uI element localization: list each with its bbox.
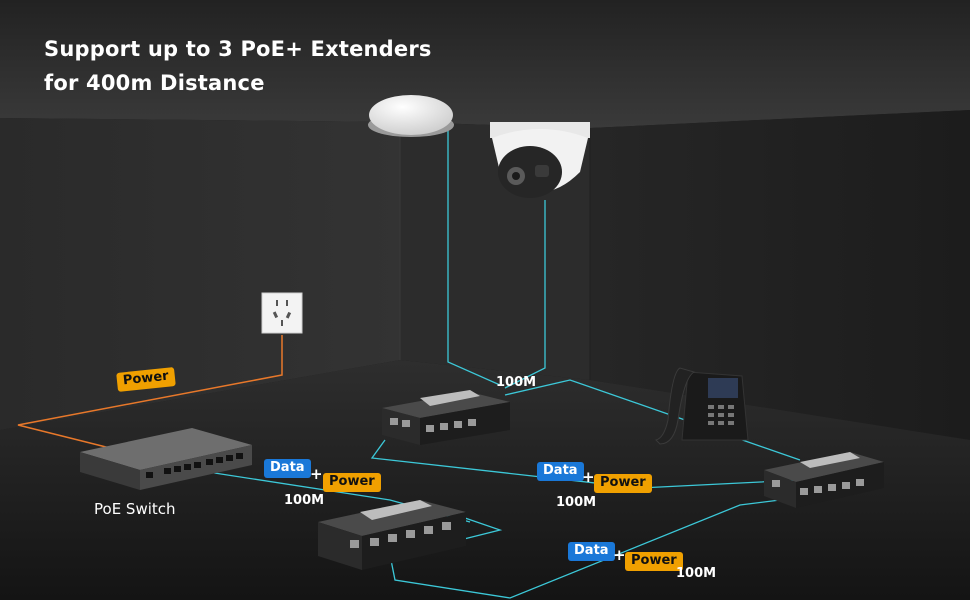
- plus-sign-switch: +: [310, 465, 323, 483]
- data-cables: [194, 120, 801, 599]
- distance-switch-link: 100M: [284, 493, 325, 508]
- distance-bottom-link: 100M: [676, 566, 717, 581]
- access-point-graphic: [368, 95, 454, 137]
- ip-phone-graphic: [655, 367, 749, 445]
- poe-switch-graphic: [80, 428, 252, 490]
- extender-bottom-graphic: [318, 500, 466, 570]
- distance-top: 100M: [496, 375, 537, 390]
- headline-line1: Support up to 3 PoE+ Extenders: [44, 37, 432, 61]
- data-tag-middle: Data: [537, 462, 584, 481]
- distance-middle-link: 100M: [556, 495, 597, 510]
- power-tag-middle: Power: [594, 474, 652, 493]
- extender-right-graphic: [764, 452, 884, 508]
- power-tag-bottom: Power: [625, 552, 683, 571]
- dome-camera-graphic: [490, 122, 590, 198]
- headline-line2: for 400m Distance: [44, 71, 265, 95]
- data-tag-bottom: Data: [568, 542, 615, 561]
- plus-sign-bottom: +: [613, 546, 626, 564]
- data-tag-switch: Data: [264, 459, 311, 478]
- extender-top-graphic: [382, 390, 510, 445]
- poe-switch-caption: PoE Switch: [94, 500, 176, 518]
- plus-sign-middle: +: [582, 468, 595, 486]
- power-cable: [17, 335, 283, 449]
- headline: Support up to 3 PoE+ Extenders for 400m …: [44, 32, 432, 100]
- power-tag-switch: Power: [323, 473, 381, 492]
- right-wall: [590, 110, 970, 440]
- left-wall: [0, 118, 400, 430]
- wall-socket-graphic: [261, 292, 303, 334]
